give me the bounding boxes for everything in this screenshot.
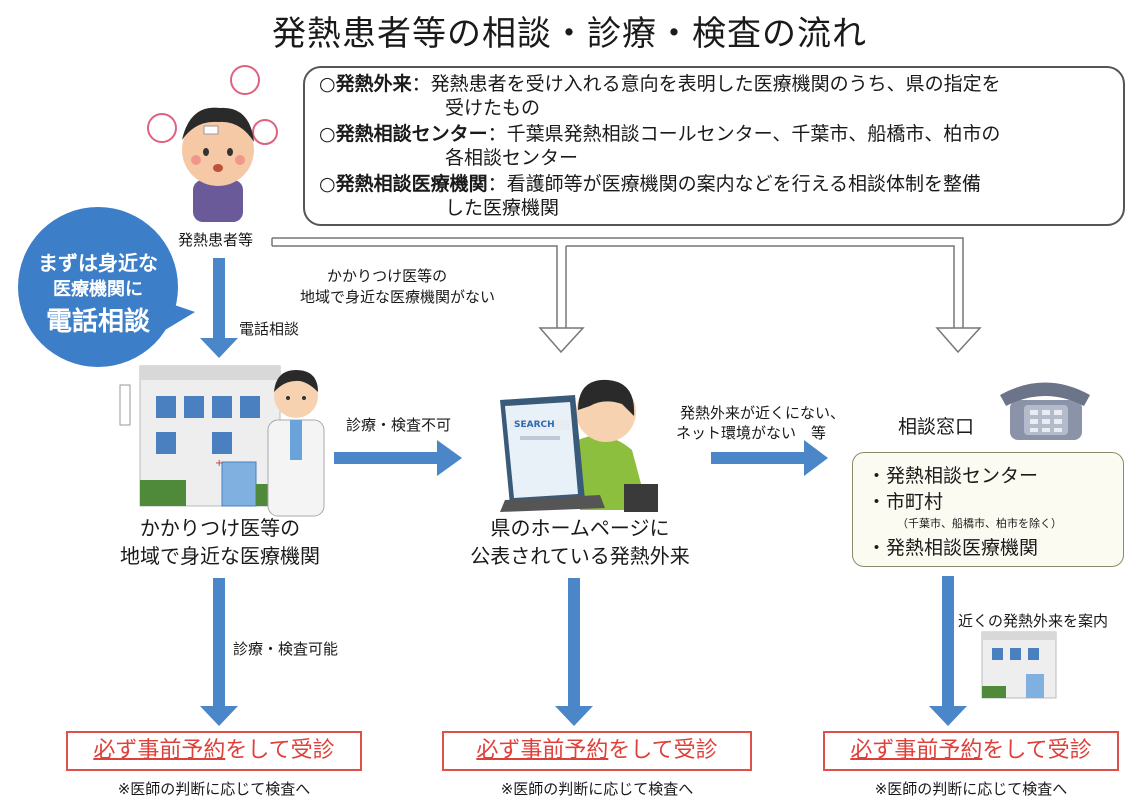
label-phone-consult: 電話相談	[239, 320, 300, 338]
patient-label: 発熱患者等	[178, 231, 254, 249]
note-website: ※医師の判断に応じて検査へ	[500, 780, 694, 798]
label-exam-not-possible: 診療・検査不可	[346, 416, 452, 434]
clinic-building-illustration: +	[119, 365, 281, 507]
definition-consult-center: ○発熱相談センター：千葉県発熱相談コールセンター、千葉市、船橋市、柏市の	[319, 123, 1001, 145]
result-box-consult: 必ず事前予約をして受診	[823, 731, 1119, 771]
result-box-clinic: 必ず事前予約をして受診	[66, 731, 362, 771]
definition-fever-clinic: ○発熱外来：発熱患者を受け入れる意向を表明した医療機関のうち、県の指定を	[319, 73, 1001, 95]
small-hospital-icon	[981, 631, 1057, 699]
search-screen-text: SEARCH	[514, 420, 555, 430]
label-no-clinic-line1: かかりつけ医等の	[327, 267, 448, 285]
telephone-icon	[1000, 382, 1090, 440]
note-consult: ※医師の判断に応じて検査へ	[874, 780, 1068, 798]
label-no-clinic-line2: 地域で身近な医療機関がない	[300, 288, 496, 306]
result-box-website: 必ず事前予約をして受診	[442, 731, 752, 771]
blue-arrows	[200, 258, 967, 726]
patient-illustration	[147, 65, 278, 222]
diagram-title: 発熱患者等の相談・診療・検査の流れ	[272, 14, 867, 54]
svg-text:+: +	[215, 458, 223, 469]
doctor-illustration	[267, 370, 325, 517]
website-caption: 県のホームページに 公表されている発熱外来	[470, 516, 690, 568]
clinic-caption: かかりつけ医等の 地域で身近な医療機関	[120, 516, 320, 568]
consult-window-label: 相談窓口	[898, 416, 975, 438]
definition-consult-institution: ○発熱相談医療機関：看護師等が医療機関の案内などを行える相談体制を整備	[319, 173, 982, 195]
label-exam-possible: 診療・検査可能	[233, 640, 339, 658]
definitions-box: ○発熱外来：発熱患者を受け入れる意向を表明した医療機関のうち、県の指定を 受けた…	[303, 66, 1125, 226]
label-far-line2: ネット環境がない 等	[676, 424, 827, 442]
label-far-line1: 発熱外来が近くにない、	[680, 404, 846, 422]
consult-window-box: ・発熱相談センター ・市町村 （千葉市、船橋市、柏市を除く） ・発熱相談医療機関	[852, 452, 1124, 567]
branch-lines	[271, 237, 964, 328]
label-guide-to-clinic: 近くの発熱外来を案内	[958, 612, 1109, 630]
phone-consult-bubble: まずは身近な 医療機関に 電話相談	[18, 207, 178, 367]
note-clinic: ※医師の判断に応じて検査へ	[117, 780, 311, 798]
laptop-user-illustration	[500, 379, 658, 512]
